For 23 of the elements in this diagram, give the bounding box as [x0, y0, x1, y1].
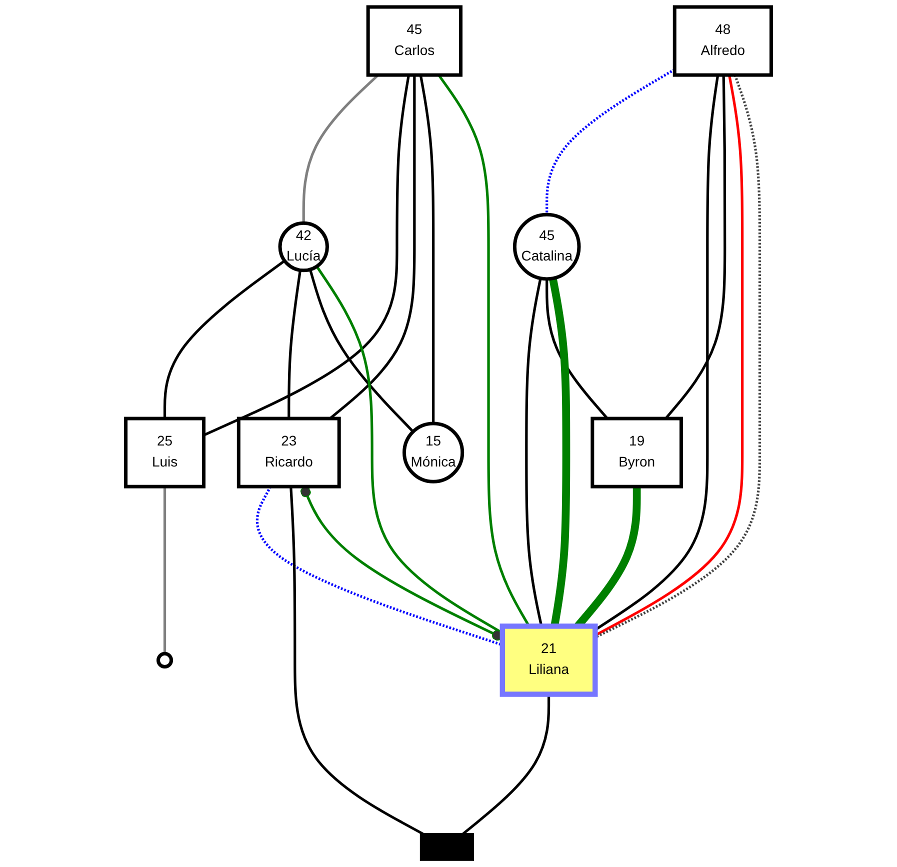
connector — [546, 278, 608, 420]
connector — [288, 270, 302, 419]
node-box: 19 Byron — [590, 416, 683, 488]
node-box: 23 Ricardo — [236, 416, 341, 488]
node-box: 48 Alfredo — [672, 5, 773, 77]
node-bar — [420, 832, 474, 861]
connector — [302, 74, 379, 224]
node-circle — [156, 652, 174, 668]
node-circle: 42 Lucía — [278, 221, 329, 272]
connector — [163, 260, 286, 419]
connector — [546, 68, 676, 215]
connector — [256, 486, 503, 646]
connector — [203, 74, 410, 436]
connector — [290, 486, 424, 835]
node-box: 45 Carlos — [366, 5, 462, 77]
node-box: 21 Liliana — [500, 624, 598, 697]
node-circle: 45 Catalina — [512, 212, 581, 281]
node-circle: 15 Mónica — [402, 422, 464, 484]
connector — [664, 75, 726, 420]
connector — [308, 269, 414, 433]
connector — [163, 486, 166, 654]
node-box: 25 Luis — [124, 416, 206, 488]
connector — [419, 74, 435, 424]
